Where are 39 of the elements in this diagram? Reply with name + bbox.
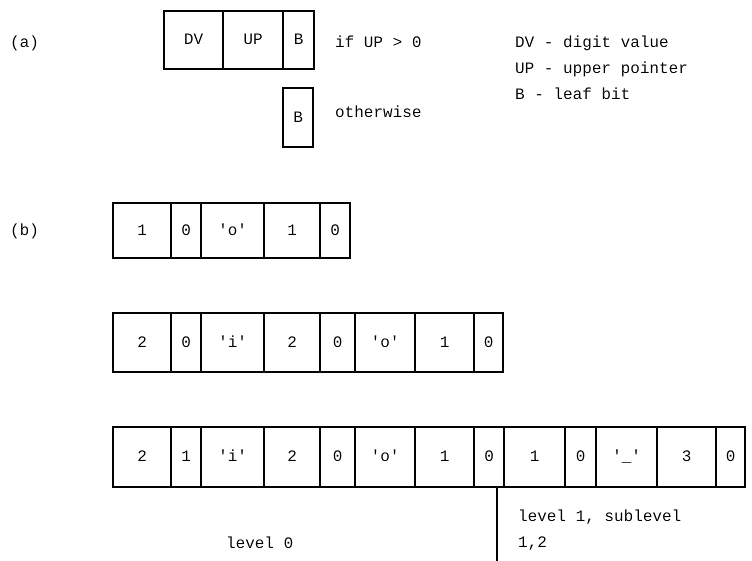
- memory-cell: 0: [319, 426, 356, 488]
- memory-cell: 1: [503, 426, 566, 488]
- memory-cell: 1: [170, 426, 202, 488]
- memory-cell: '_': [595, 426, 658, 488]
- memory-cell: 1: [263, 202, 321, 259]
- memory-cell: 0: [473, 312, 504, 373]
- memory-cell: 'i': [200, 426, 265, 488]
- condition-text: otherwise: [335, 103, 422, 124]
- level-label: level 1, sublevel 1,2: [518, 507, 682, 554]
- memory-cell: 0: [319, 312, 356, 373]
- memory-cell: 0: [319, 202, 351, 259]
- memory-cell: 0: [473, 426, 505, 488]
- memory-cell: 0: [170, 202, 202, 259]
- memory-cell: 1: [414, 312, 475, 373]
- part-label: (a): [10, 33, 39, 54]
- legend-text: B - leaf bit: [515, 85, 630, 106]
- memory-cell: 3: [656, 426, 717, 488]
- memory-cell: 'o': [200, 202, 265, 259]
- memory-cell: 'o': [354, 312, 416, 373]
- memory-cell: 1: [112, 202, 172, 259]
- memory-cell: 2: [263, 426, 321, 488]
- memory-cell: 2: [112, 312, 172, 373]
- memory-cell: 2: [112, 426, 172, 488]
- level-label: level 0: [226, 534, 294, 555]
- memory-cell: B: [282, 87, 314, 148]
- memory-cell: 'i': [200, 312, 265, 373]
- memory-cell: 0: [564, 426, 597, 488]
- part-label: (b): [10, 221, 39, 242]
- memory-cell: 2: [263, 312, 321, 373]
- memory-cell: 0: [170, 312, 202, 373]
- legend-text: DV - digit value: [515, 33, 669, 54]
- memory-cell: 1: [414, 426, 475, 488]
- memory-cell: UP: [222, 10, 284, 70]
- memory-cell: 'o': [354, 426, 416, 488]
- memory-cell: DV: [163, 10, 224, 70]
- condition-text: if UP > 0: [335, 33, 422, 54]
- legend-text: UP - upper pointer: [515, 59, 688, 80]
- memory-cell: B: [282, 10, 315, 70]
- memory-cell: 0: [715, 426, 746, 488]
